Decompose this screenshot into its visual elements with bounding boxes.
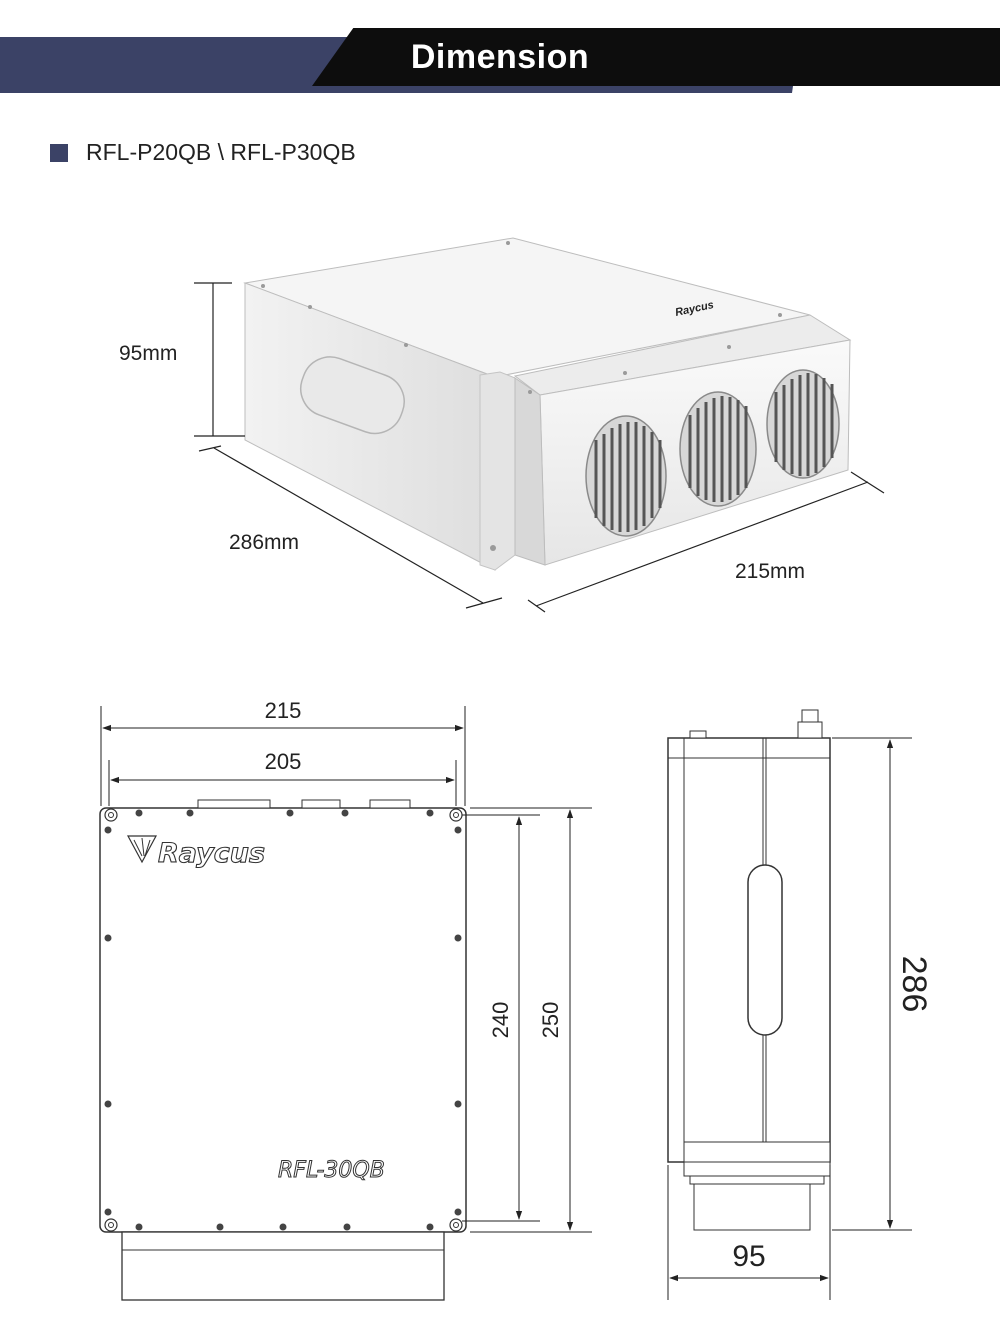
- fan-grille-1: [585, 415, 667, 537]
- page-title: Dimension: [410, 38, 590, 76]
- dim-inner-height: 240: [488, 1002, 513, 1039]
- dim-total-height: 250: [538, 1002, 563, 1039]
- side-dimension-lines: [667, 737, 912, 1300]
- isometric-unit: [243, 237, 852, 571]
- dim-side-height: 95: [732, 1240, 765, 1273]
- dim-side-length: 286: [895, 956, 933, 1013]
- front-dimension-lines: [100, 706, 592, 1233]
- fan-grille-3: [766, 369, 840, 479]
- bullet-square: [50, 144, 68, 162]
- iso-dimension-lines: [194, 282, 885, 613]
- front-brand-logo: Raycus: [158, 838, 265, 869]
- dim-total-width: 215: [265, 698, 302, 723]
- side-view: [667, 709, 831, 1231]
- iso-height-label: 95mm: [119, 342, 177, 365]
- fan-grille-2: [679, 391, 757, 507]
- dim-inner-width: 205: [265, 749, 302, 774]
- front-view: [99, 799, 467, 1301]
- model-title: RFL-P20QB \ RFL-P30QB: [86, 139, 356, 165]
- iso-width-label: 215mm: [735, 560, 805, 583]
- iso-length-label: 286mm: [229, 531, 299, 554]
- header-banner-right: [312, 28, 1000, 86]
- front-model-label: RFL-30QB: [278, 1158, 385, 1183]
